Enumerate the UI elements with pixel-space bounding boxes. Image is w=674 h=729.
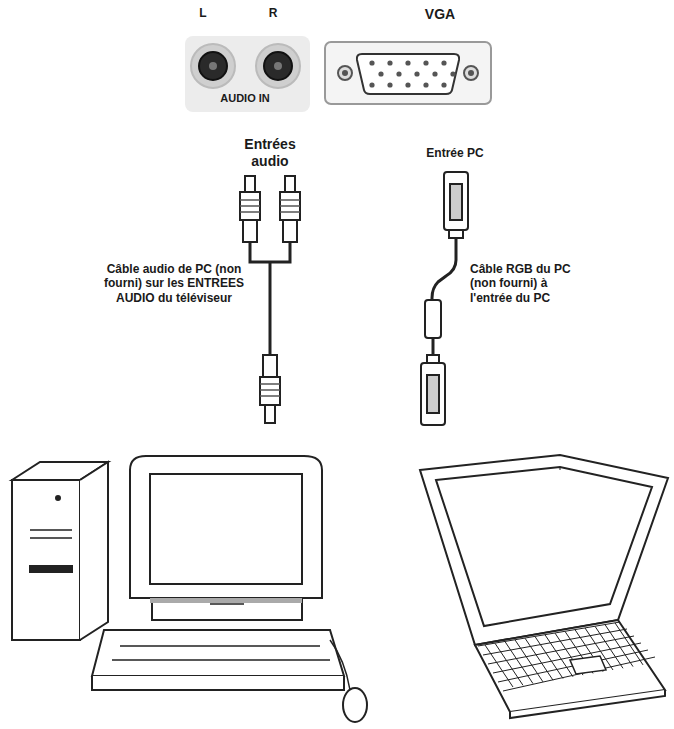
key-column [545,635,573,677]
vga-pin [405,82,410,87]
vga-pin [423,82,428,87]
key-column [605,625,633,667]
plug-label: Entrées audio [228,136,312,170]
key-column [535,637,563,679]
vga-pin [369,82,374,87]
vga-pin [441,82,446,87]
key-column [505,642,533,684]
vga-pin [432,71,437,76]
channel-label: R [261,6,285,20]
vga-pin [441,60,446,65]
vga-pin [450,71,455,76]
vga-pin [423,60,428,65]
key-column [495,643,523,685]
vga-pin [405,60,410,65]
key-column [485,645,513,687]
key-column [525,638,553,680]
cable-note: Câble audio de PC (non fourni) sur les E… [88,262,260,305]
key-column [615,623,643,665]
vga-pin [396,71,401,76]
plug-label: Entrée PC [405,146,505,160]
port-label: VGA [400,6,480,23]
port-label: AUDIO IN [195,92,295,105]
vga-pin [387,82,392,87]
key-column [515,640,543,682]
vga-pin [387,60,392,65]
vga-pin [378,71,383,76]
channel-label: L [191,6,215,20]
key-row [488,636,634,664]
vga-pin [414,71,419,76]
key-row [503,657,655,691]
cable-note: Câble RGB du PC (non fourni) à l'entrée … [470,262,592,305]
vga-pin [369,60,374,65]
